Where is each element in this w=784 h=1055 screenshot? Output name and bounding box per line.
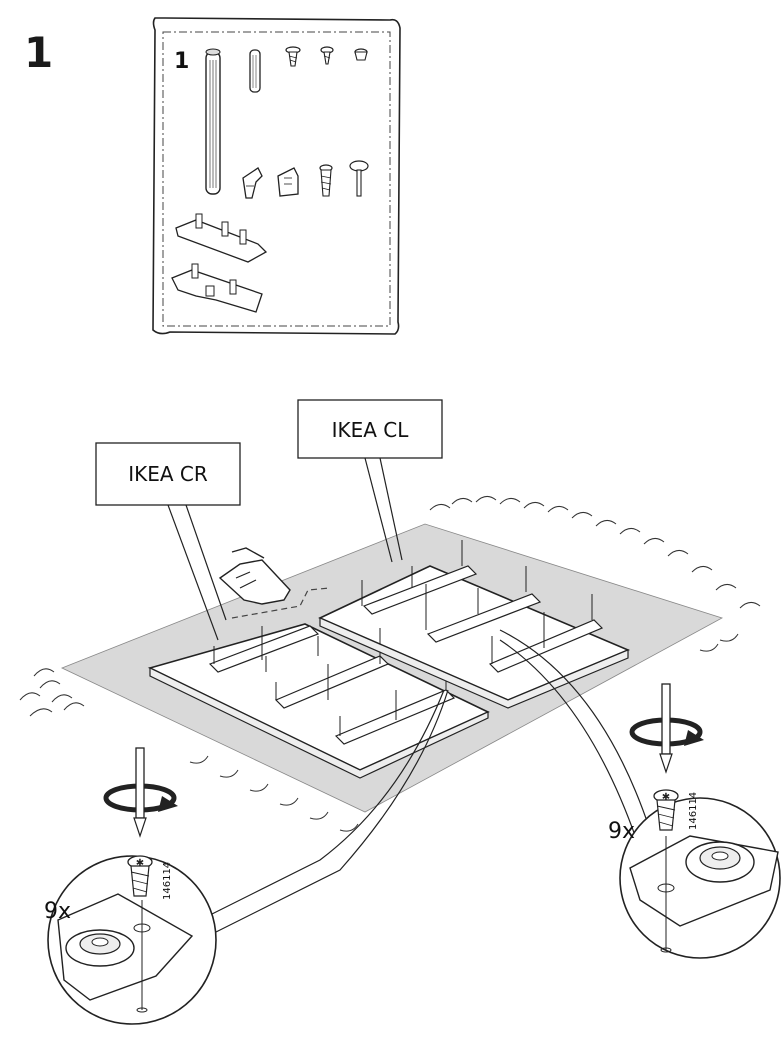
screw-icon xyxy=(320,46,334,65)
callout-lines xyxy=(167,457,651,941)
svg-text:✱: ✱ xyxy=(136,858,144,869)
cap-icon xyxy=(354,48,368,61)
label-panel-cr: IKEA CR xyxy=(128,462,208,486)
detail-left xyxy=(47,855,217,1025)
screw-icon: ✱ xyxy=(653,789,679,831)
label-panel-cl: IKEA CL xyxy=(332,418,410,442)
part-code-left: 146114 xyxy=(162,862,173,900)
detail-right xyxy=(619,797,781,959)
long-dowel-icon xyxy=(205,48,221,195)
part-code-right: 146114 xyxy=(688,792,699,830)
screw-icon xyxy=(319,164,333,197)
connector-plate-icon xyxy=(171,263,263,313)
label-box-cl: IKEA CL xyxy=(297,399,443,459)
step-number: 1 xyxy=(24,28,54,77)
quantity-left: 9x xyxy=(44,899,71,924)
label-box-cr: IKEA CR xyxy=(95,442,241,506)
screw-icon: ✱ xyxy=(127,855,153,897)
screwdriver-icon xyxy=(659,683,673,774)
short-dowel-icon xyxy=(249,49,261,93)
clip-icon xyxy=(242,167,263,199)
connector-plate-icon xyxy=(175,213,268,263)
svg-text:✱: ✱ xyxy=(662,792,670,803)
panel-cr xyxy=(147,623,490,779)
shelf-pin-icon xyxy=(349,160,369,197)
parts-bag-number: 1 xyxy=(174,49,189,74)
screw-icon xyxy=(285,46,301,67)
screwdriver-icon xyxy=(133,747,147,838)
hand-pointer-icon xyxy=(218,547,331,619)
floor-mat xyxy=(19,496,761,832)
cam-lock-icon xyxy=(277,167,299,197)
parts-bag: 1 xyxy=(152,17,401,335)
quantity-right: 9x xyxy=(608,819,635,844)
